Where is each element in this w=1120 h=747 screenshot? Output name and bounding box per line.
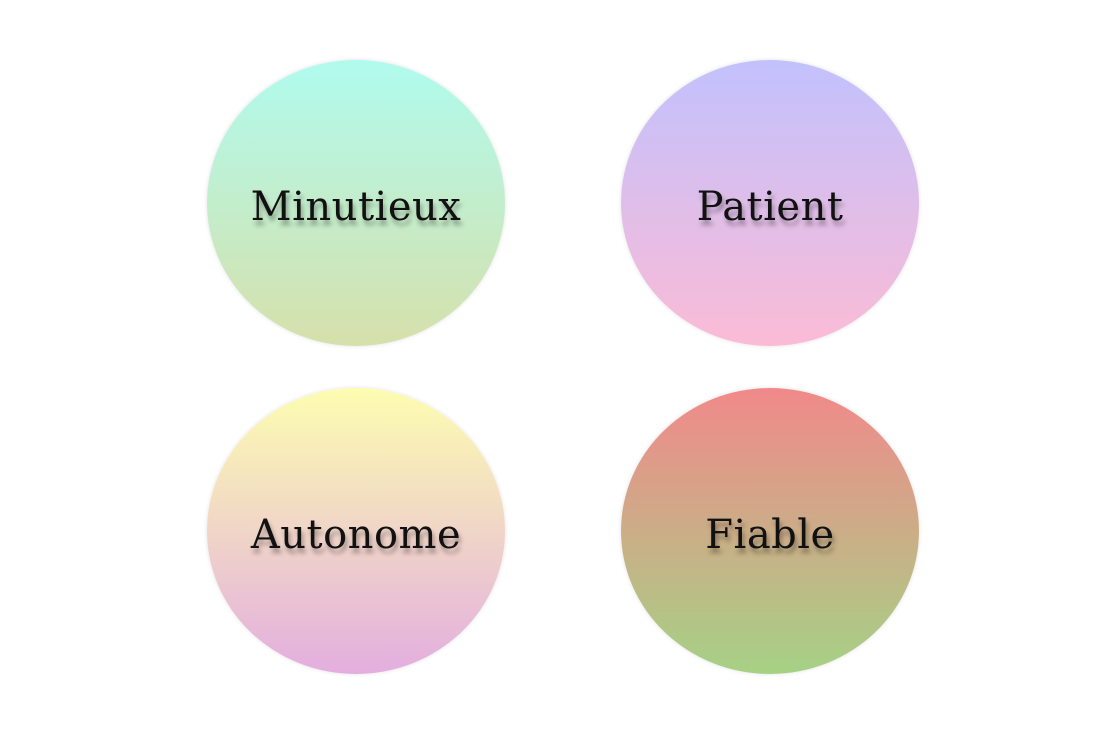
circle-label: Patient (696, 184, 844, 230)
circle-label: Minutieux (250, 184, 462, 230)
circle-minutieux: Minutieux (207, 60, 505, 346)
circle-fiable: Fiable (621, 388, 919, 674)
circle-autonome: Autonome (207, 388, 505, 674)
circle-label: Autonome (250, 512, 462, 558)
circle-patient: Patient (621, 60, 919, 346)
circle-label: Fiable (705, 512, 835, 558)
